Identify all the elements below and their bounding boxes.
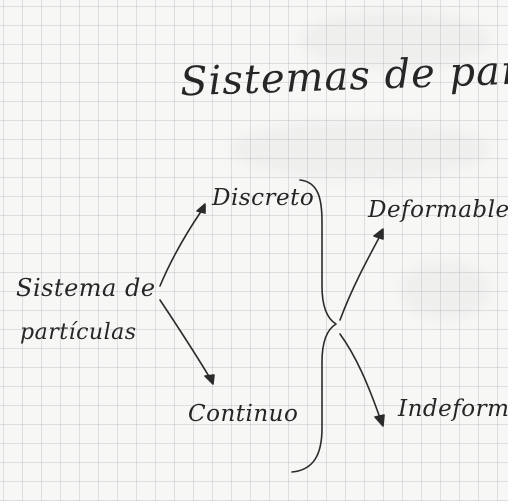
arrowhead-discreto [196,203,206,214]
arrow-to-continuo [159,299,211,379]
branch-label-continuo: Continuo [188,401,299,427]
subbranch-label-indeformable: Indeformable [398,396,508,422]
arrowhead-deformable [373,228,384,240]
root-label-line-2: partículas [20,320,137,345]
curly-brace [291,179,337,473]
ink-bleed [230,120,490,180]
branch-label-discreto: Discreto [212,185,315,211]
ink-bleed [300,10,490,70]
ink-bleed [400,260,490,320]
arrow-to-indeformable [339,333,381,419]
arrow-to-deformable [339,235,381,321]
arrow-to-discreto [159,209,203,287]
arrowhead-continuo [204,374,215,385]
root-label-line-1: Sistema de [16,274,156,302]
arrowhead-indeformable [374,414,385,427]
subbranch-label-deformable: Deformable [368,197,508,223]
